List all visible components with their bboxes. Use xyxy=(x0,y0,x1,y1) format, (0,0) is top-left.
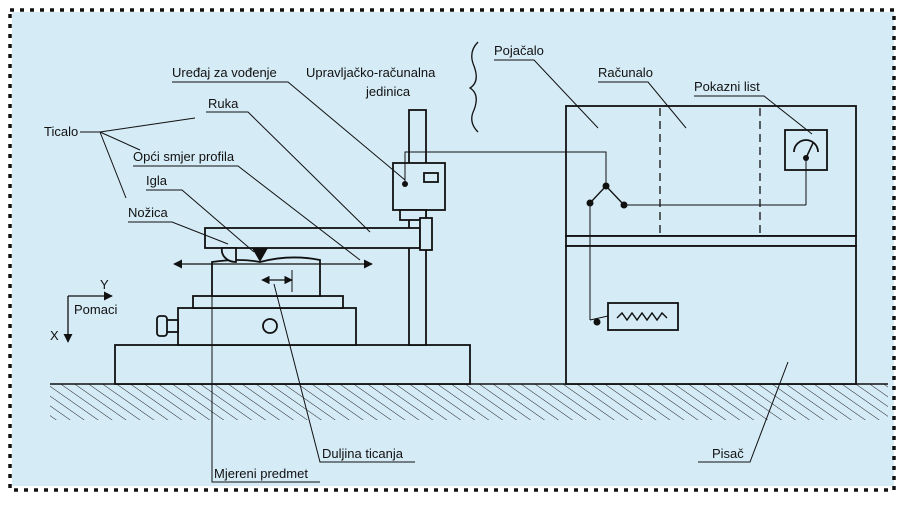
ground xyxy=(50,383,888,420)
table-upper xyxy=(192,295,344,309)
leader-lines xyxy=(80,59,813,483)
stylus-tip xyxy=(252,248,268,262)
machine-base xyxy=(114,344,471,385)
cabinet-divider xyxy=(565,235,857,247)
label-y-axis: Y xyxy=(100,277,109,292)
label-mjereni-predmet: Mjereni predmet xyxy=(214,466,308,481)
cabinet-upper xyxy=(565,105,857,237)
brace-icon xyxy=(468,41,479,133)
arm-holder xyxy=(419,217,433,251)
label-pisac: Pisač xyxy=(712,446,744,461)
workpiece xyxy=(211,256,321,297)
label-uredaj-za-vodenje: Uređaj za vođenje xyxy=(172,65,277,80)
label-opci-smjer-profila: Opći smjer profila xyxy=(133,149,235,164)
table-screw xyxy=(262,318,278,334)
control-unit xyxy=(392,162,446,211)
axis-indicator xyxy=(63,291,113,343)
label-pomaci: Pomaci xyxy=(74,302,117,317)
electronics-cabinet xyxy=(404,105,857,385)
waveform-recorder-icon xyxy=(607,302,679,331)
label-ruka: Ruka xyxy=(208,96,239,111)
control-unit-window xyxy=(423,172,439,183)
amplifier-switch xyxy=(586,160,807,326)
label-upravljacko-line1: Upravljačko-računalna xyxy=(306,65,436,80)
label-pojacalo: Pojačalo xyxy=(494,43,544,58)
label-x-axis: X xyxy=(50,328,59,343)
label-igla: Igla xyxy=(146,173,168,188)
label-duljina-ticanja: Duljina ticanja xyxy=(322,446,404,461)
label-nozica: Nožica xyxy=(128,205,169,220)
carriage xyxy=(399,209,427,221)
signal-cable xyxy=(404,151,607,186)
label-pokazni-list: Pokazni list xyxy=(694,79,760,94)
adjustment-knob-icon xyxy=(156,315,179,337)
label-ticalo: Ticalo xyxy=(44,124,78,139)
measuring-machine xyxy=(114,109,471,385)
dotted-frame xyxy=(8,8,896,492)
label-upravljacko-line2: jedinica xyxy=(365,84,411,99)
label-racunalo: Računalo xyxy=(598,65,653,80)
